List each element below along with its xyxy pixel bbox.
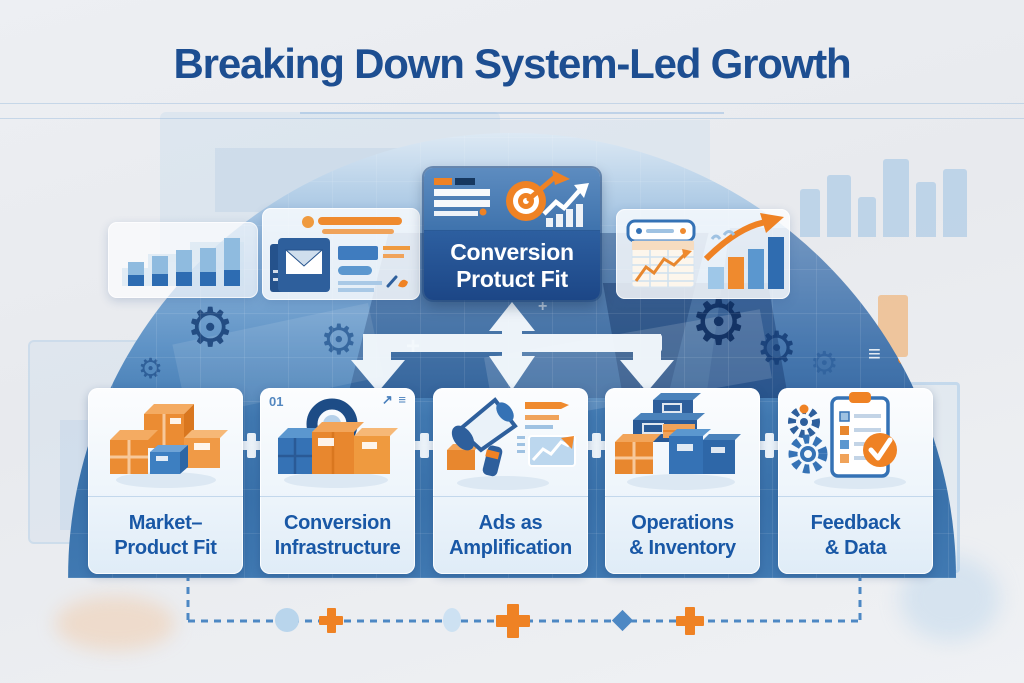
- pillar-icon-area: [88, 388, 243, 497]
- pillar-label-line1: Operations: [631, 511, 734, 534]
- megaphone-icon: [447, 397, 576, 490]
- gear-icon: ⚙: [756, 321, 798, 375]
- analytics-growth-card: [616, 209, 790, 299]
- inventory-stack-icon: [615, 393, 741, 490]
- pillar-label: Feedback & Data: [778, 497, 933, 574]
- gear-icon: ⚙: [320, 315, 358, 364]
- infrastructure-boxes-icon: [278, 398, 398, 488]
- center-label-line1: Conversion: [450, 239, 574, 265]
- pillar-label-line1: Conversion: [283, 511, 392, 534]
- center-card-conversion-product-fit: Conversion Protuct Fit: [424, 168, 600, 300]
- email-form-icon: [270, 216, 410, 292]
- center-label: Conversion Protuct Fit: [424, 231, 600, 300]
- pillar-label-line1: Market–: [128, 511, 203, 534]
- pillar-icon-area: 01 ↗ ≡: [260, 388, 415, 497]
- pillar-label-line1: Ads as: [478, 511, 543, 534]
- pillar-card-operations-inventory: Operations & Inventory: [605, 388, 760, 574]
- dome-dark-patch: [602, 283, 789, 398]
- pillar-label: Market– Product Fit: [88, 497, 243, 574]
- center-icon-area: [424, 168, 600, 231]
- gear-icon: ⚙: [186, 296, 235, 359]
- bar-chart-icon: [122, 238, 244, 286]
- analytics-growth-icon: [626, 213, 784, 289]
- pillar-label-line2: & Data: [824, 536, 887, 559]
- gear-icon: ⚙: [690, 286, 748, 360]
- pillar-label-line2: & Inventory: [629, 536, 736, 559]
- center-label-line2: Protuct Fit: [456, 266, 568, 292]
- shipping-boxes-icon: [110, 404, 228, 488]
- pillar-label: Conversion Infrastructure: [260, 497, 415, 574]
- pillar-icon-area: [433, 388, 588, 497]
- pillar-card-market-product-fit: Market– Product Fit: [88, 388, 243, 574]
- title-underline: [300, 112, 724, 114]
- pillar-label-line2: Infrastructure: [274, 536, 401, 559]
- corner-number: 01: [269, 394, 284, 409]
- plus-sparkle-icon: +: [406, 333, 421, 360]
- trend-lines-icon: ↗ ≡: [381, 392, 407, 407]
- orange-dot-icon: [898, 355, 907, 364]
- page-title: Breaking Down System-Led Growth: [173, 40, 852, 87]
- pillar-icon-area: [778, 388, 933, 497]
- gear-icon: ⚙: [138, 352, 164, 385]
- pillar-card-conversion-infrastructure: 01 ↗ ≡ Conversion Infrastructure: [260, 388, 415, 574]
- faded-orange-glow: [55, 596, 175, 651]
- list-lines-icon: ≡: [868, 341, 881, 366]
- pillar-label: Operations & Inventory: [605, 497, 760, 574]
- pillar-label: Ads as Amplification: [433, 497, 588, 574]
- pillar-label-line2: Product Fit: [114, 536, 217, 559]
- email-form-card: [262, 208, 420, 300]
- pillar-card-feedback-data: Feedback & Data: [778, 388, 933, 574]
- gear-icon: ⚙: [810, 344, 839, 382]
- target-growth-icon: [434, 170, 589, 227]
- pillar-label-line2: Amplification: [449, 536, 572, 559]
- bar-chart-card: [108, 222, 258, 298]
- plus-sparkle-icon: +: [538, 298, 548, 315]
- pillar-icon-area: [605, 388, 760, 497]
- clipboard-gears-icon: [788, 392, 906, 489]
- background-rule: [0, 103, 1024, 104]
- background-rule: [0, 118, 1024, 119]
- pillar-label-line1: Feedback: [810, 511, 901, 534]
- pillar-card-ads-as-amplification: Ads as Amplification: [433, 388, 588, 574]
